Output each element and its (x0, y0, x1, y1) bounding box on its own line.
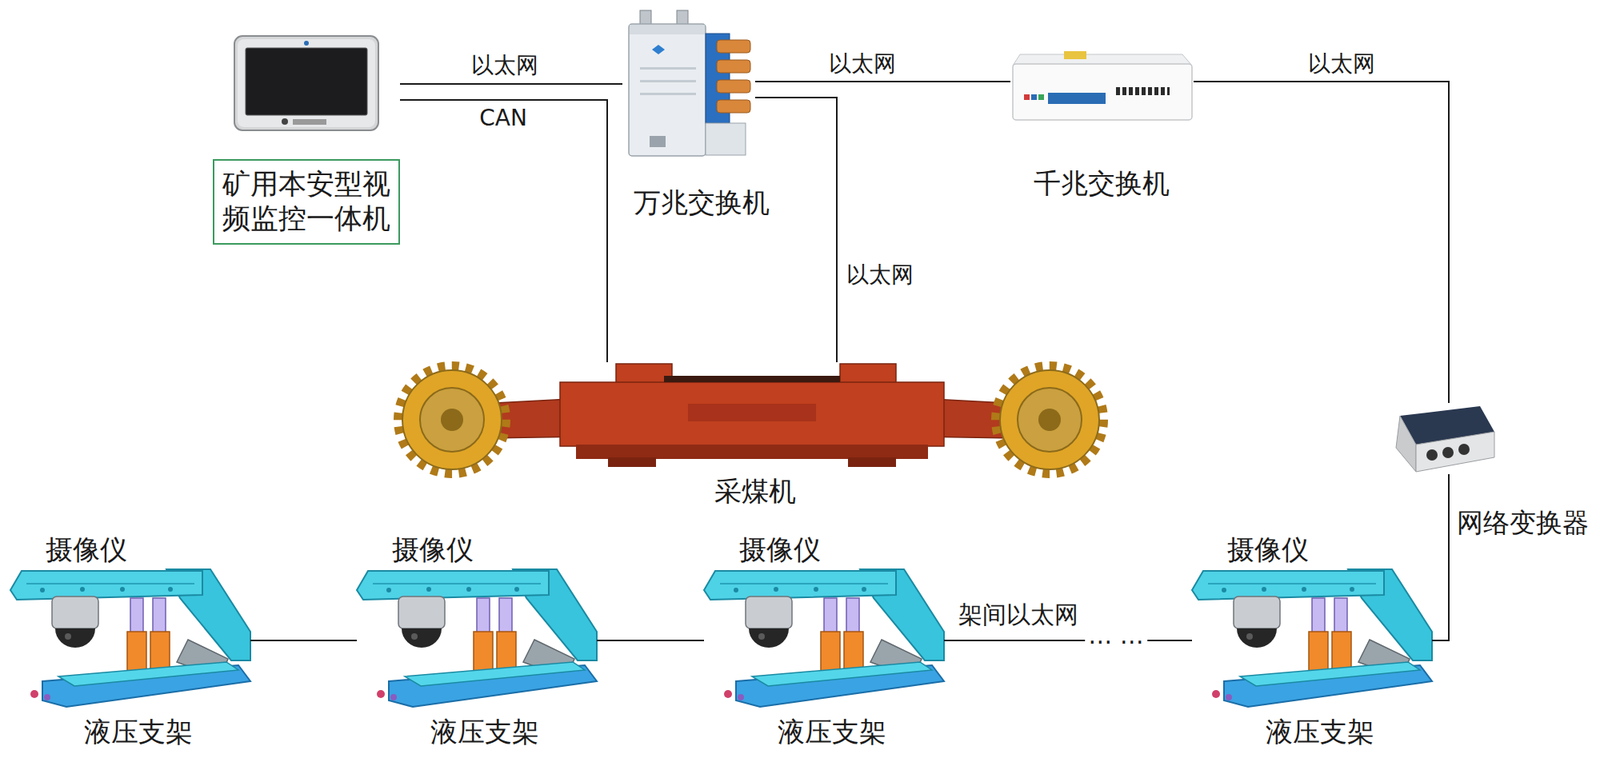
switch-logo (652, 44, 665, 55)
connector-line (400, 83, 623, 85)
node-label: 采煤机 (714, 476, 796, 508)
converter-port (1442, 447, 1454, 459)
brand-strip (1048, 92, 1106, 104)
connector-line (944, 640, 1192, 642)
cutting-drum (402, 370, 502, 470)
cutting-drum (1000, 370, 1100, 470)
support-label: 液压支架 (777, 716, 887, 748)
node-label: 矿用本安型视频监控一体机 (222, 167, 391, 238)
connector-line (250, 640, 357, 642)
logo-mark (1031, 94, 1037, 100)
switch-rib (640, 92, 696, 96)
converter-front (1416, 432, 1495, 472)
switch-lower-block (705, 123, 746, 156)
switch-body (628, 24, 706, 156)
switch-port (649, 136, 666, 148)
drum-teeth (996, 366, 1104, 474)
connector (716, 60, 751, 73)
hydraulic-support-figure (356, 569, 597, 708)
camera-label: 摄像仪 (45, 534, 128, 566)
monitor-illustration (234, 36, 379, 131)
converter-port (1458, 444, 1470, 456)
hydraulic-support: 摄像仪液压支架 (356, 566, 597, 715)
gigabit-switch-illustration (1012, 51, 1192, 120)
shearer: 采煤机 (392, 362, 1108, 475)
drum-face (1017, 388, 1082, 452)
shearer-slot (664, 376, 840, 383)
ten-gigabit-switch-illustration (628, 10, 751, 156)
shearer-panel (688, 404, 816, 422)
connector-label: 以太网 (1308, 51, 1376, 77)
hydraulic-support: 摄像仪液压支架 (10, 566, 251, 715)
connector-label: 架间以太网 (958, 601, 1079, 630)
switch-rib (640, 80, 696, 83)
connector-line (596, 640, 704, 642)
hydraulic-support: 摄像仪液压支架 (1192, 566, 1432, 715)
network-converter: 网络变换器 (1392, 403, 1496, 475)
monitor-frame (234, 36, 379, 131)
converter-port (1426, 449, 1438, 461)
monitor-plate (292, 119, 327, 125)
node-label: 网络变换器 (1456, 508, 1589, 539)
monitor-screen (245, 48, 368, 116)
drum-hub (440, 408, 464, 432)
hydraulic-support-figure (1192, 569, 1432, 708)
support-label: 液压支架 (84, 716, 193, 748)
support-label: 液压支架 (430, 716, 540, 748)
connector-label: 以太网 (471, 52, 539, 79)
connector (716, 80, 751, 93)
hydraulic-support: 摄像仪液压支架 (704, 566, 944, 715)
connector (716, 100, 751, 113)
switch-rib (640, 67, 696, 70)
connector-line (400, 100, 608, 363)
gigabit-switch: 千兆交换机 (1010, 45, 1194, 123)
label-box: 矿用本安型视频监控一体机 (212, 159, 400, 246)
monitor-unit: 矿用本安型视频监控一体机 (212, 32, 400, 245)
connector (716, 40, 751, 53)
connector-label: 以太网 (846, 262, 914, 288)
shearer-skid (576, 444, 928, 460)
camera-label: 摄像仪 (739, 534, 821, 566)
switch-front (1012, 64, 1192, 120)
hydraulic-support-figure (704, 569, 944, 708)
ten-gigabit-switch: 万兆交换机 (622, 10, 756, 159)
shearer-body (560, 382, 944, 447)
logo-mark (1038, 94, 1044, 100)
connector-label: CAN (479, 105, 528, 132)
switch-sticker (1064, 51, 1087, 60)
port-row (1116, 87, 1170, 96)
monitor-logo (304, 40, 309, 46)
connector-line (755, 80, 1011, 83)
monitor-bezel (237, 39, 376, 128)
connector-line (755, 97, 837, 363)
connector-line (1193, 81, 1449, 404)
support-label: 液压支架 (1265, 716, 1375, 748)
monitor-button (281, 118, 288, 125)
camera-label: 摄像仪 (392, 534, 474, 566)
camera-label: 摄像仪 (1227, 534, 1309, 566)
converter-side (1396, 416, 1416, 472)
node-label: 千兆交换机 (1033, 168, 1170, 200)
drum-teeth (398, 366, 506, 474)
drum-face (420, 388, 484, 452)
network-converter-illustration (1396, 406, 1495, 472)
connector-line (1432, 474, 1449, 641)
hydraulic-support-figure (10, 569, 251, 708)
connector-label: 以太网 (828, 51, 896, 77)
shearer-illustration (398, 364, 1104, 474)
switch-top (629, 24, 705, 35)
shearer-foot (608, 457, 656, 468)
ellipsis-gap: … … (1084, 622, 1148, 651)
drum-hub (1038, 408, 1061, 432)
shearer-foot (848, 457, 896, 468)
node-label: 万兆交换机 (633, 187, 770, 219)
logo-mark (1024, 94, 1030, 100)
